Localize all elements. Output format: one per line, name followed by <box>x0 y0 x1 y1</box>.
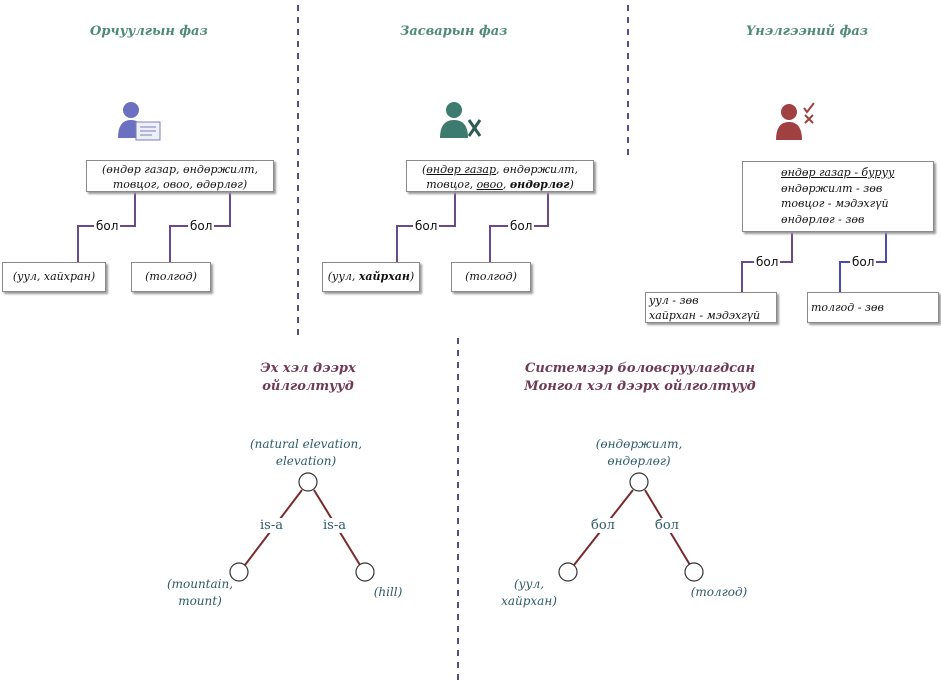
p3-synset-box: өндөр газар - буруу өндөржилт - зөв товц… <box>742 161 934 232</box>
tree1-edge-label-left: is-a <box>258 518 285 533</box>
tree1-right-label: (hill) <box>373 585 403 599</box>
p2-word-tovtsog: товцог, <box>426 178 477 191</box>
tree1-root-line-1: (natural elevation, <box>249 437 363 451</box>
target-title-line-1: Системээр боловсруулагдсан <box>525 361 755 376</box>
p2-synset-box: (өндөр газар, өндөржилт, товцог, овоо, ө… <box>406 160 594 192</box>
p2-child-left-bold: хайрхан <box>358 270 410 283</box>
tree1-left-label: (mountain, mount) <box>160 576 240 610</box>
p3-child-left-line-2: хайрхан - мэдэхгүй <box>649 309 761 322</box>
p3-synset-line-4: өндөрлөг - зөв <box>781 212 865 226</box>
p1-child-right-box: (толгод) <box>131 262 211 292</box>
p3-synset-line-1: өндөр газар - буруу <box>781 166 895 179</box>
tree2-root-label: (өндөржилт, өндөрлөг) <box>579 436 699 470</box>
p1-synset-box: (өндөр газар, өндөржилт, товцог, овоо, ө… <box>86 160 274 192</box>
evaluator-user-icon <box>776 102 815 140</box>
p2-relation-left: бол <box>413 219 440 233</box>
p3-synset-line-3: товцог - мэдэхгүй <box>781 197 889 210</box>
tree1-right-node <box>355 562 375 582</box>
p3-synset-line-2: өндөржилт - зөв <box>781 181 883 195</box>
p3-relation-left: бол <box>754 255 781 269</box>
p2-synset-line-1: (өндөр газар, өндөржилт, <box>407 162 593 177</box>
p1-synset-line-1: (өндөр газар, өндөржилт, <box>101 163 259 176</box>
editor-user-icon <box>440 102 482 138</box>
p2-close-paren: ) <box>569 178 574 191</box>
p2-sep: , <box>502 178 510 191</box>
tree1-left-node <box>229 562 249 582</box>
tree2-right-node <box>684 562 704 582</box>
p1-synset-line-2: товцог, овоо, өдөрлөг) <box>112 178 248 191</box>
p2-word-ondorlog: өндөрлөг <box>509 178 570 191</box>
tree1-root-label: (natural elevation, elevation) <box>236 436 376 470</box>
tree1-left-line-2: mount) <box>178 594 222 608</box>
p2-child-left-post: ) <box>409 270 415 283</box>
p3-child-left-box: уул - зөв хайрхан - мэдэхгүй <box>645 292 777 323</box>
p3-child-left-line-1: уул - зөв <box>649 294 699 307</box>
tree1-root-node <box>298 472 318 492</box>
tree2-left-node <box>558 562 578 582</box>
p2-word-ovoo: овоо <box>476 178 503 191</box>
p2-word-ondor-gazar: өндөр газар <box>426 163 496 176</box>
tree1-edge-label-right: is-a <box>321 518 348 533</box>
p2-child-left-pre: (уул, <box>327 270 359 283</box>
p2-open-paren: ( <box>421 163 427 176</box>
tree2-right-label: (толгод) <box>690 585 748 599</box>
translator-user-icon <box>118 102 161 141</box>
p2-child-right-box: (толгод) <box>451 262 531 292</box>
p3-child-right-box: толгод - зөв <box>807 292 939 323</box>
source-title-line-2: ойлголтууд <box>262 379 354 394</box>
tree2-root-line-2: өндөрлөг) <box>607 454 671 468</box>
tree2-edge-label-left: бол <box>589 518 617 533</box>
p3-relation-right: бол <box>850 255 877 269</box>
phase-title-evaluation: Үнэлгээний фаз <box>746 24 869 39</box>
p2-synset-line-2: товцог, овоо, өндөрлөг) <box>407 177 593 192</box>
phase-title-correction: Засварын фаз <box>400 24 508 39</box>
tree1-left-line-1: (mountain, <box>166 577 234 591</box>
target-section-title: Системээр боловсруулагдсан Монгол хэл дэ… <box>520 360 760 396</box>
p2-relation-right: бол <box>508 219 535 233</box>
tree2-root-node <box>629 472 649 492</box>
tree2-left-line-1: (уул, <box>513 577 545 591</box>
tree2-left-line-2: хайрхан) <box>501 594 557 608</box>
p1-relation-left: бол <box>94 219 121 233</box>
tree2-left-label: (уул, хайрхан) <box>496 576 562 610</box>
p1-child-left-box: (уул, хайхран) <box>2 262 106 292</box>
target-title-line-2: Монгол хэл дээрх ойлголтууд <box>524 379 756 394</box>
tree1-root-line-2: elevation) <box>275 454 337 468</box>
phase-title-translation: Орчуулгын фаз <box>90 24 208 39</box>
tree2-edge-label-right: бол <box>653 518 681 533</box>
source-section-title: Эх хэл дээрх ойлголтууд <box>228 360 388 396</box>
tree2-root-line-1: (өндөржилт, <box>595 437 683 451</box>
p2-child-left-box: (уул, хайрхан) <box>322 262 420 292</box>
p1-relation-right: бол <box>188 219 215 233</box>
p2-word-rest: , өндөржилт, <box>495 163 579 176</box>
source-title-line-1: Эх хэл дээрх <box>260 361 356 376</box>
